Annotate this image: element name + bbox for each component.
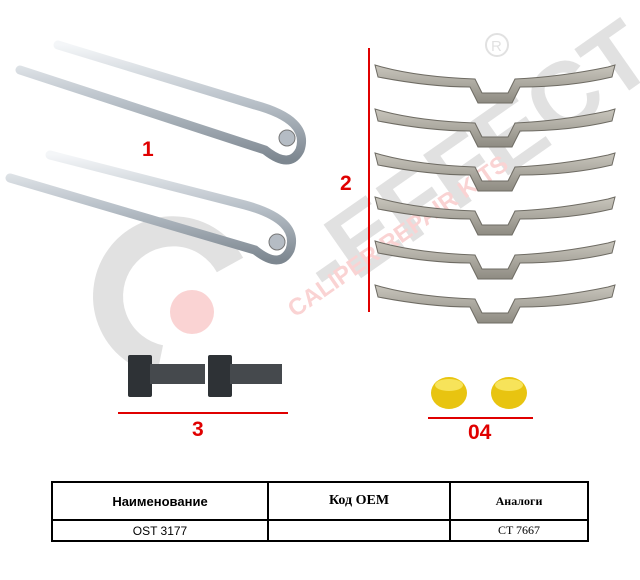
clip bbox=[374, 64, 616, 104]
clip bbox=[374, 196, 616, 236]
cell-name: OST 3177 bbox=[51, 519, 269, 542]
header-name: Наименование bbox=[51, 481, 269, 521]
clip bbox=[374, 108, 616, 148]
label-bolts: 3 bbox=[192, 418, 204, 441]
label-bushings: 04 bbox=[468, 421, 492, 444]
header-oem: Код OEM bbox=[267, 481, 451, 521]
cell-oem bbox=[267, 519, 451, 542]
header-analogs: Аналоги bbox=[449, 481, 589, 521]
svg-text:R: R bbox=[491, 38, 502, 55]
table-header-row: Наименование Код OEM Аналоги bbox=[51, 481, 589, 521]
clips-part bbox=[374, 64, 616, 324]
bolts-part bbox=[128, 355, 282, 397]
clip bbox=[374, 284, 616, 324]
clip bbox=[374, 152, 616, 192]
watermark-logo: -EFFECT CALIPER REPAIR KITS R bbox=[93, 0, 640, 375]
clip bbox=[374, 240, 616, 280]
parts-table: Наименование Код OEM Аналоги OST 3177 CT… bbox=[51, 481, 589, 542]
parts-illustration: -EFFECT CALIPER REPAIR KITS R bbox=[5, 0, 640, 419]
label-clips: 2 bbox=[340, 172, 352, 195]
table-row: OST 3177 CT 7667 bbox=[51, 519, 589, 542]
pins-part bbox=[5, 40, 306, 265]
cell-analogs: CT 7667 bbox=[449, 519, 589, 542]
label-pins: 1 bbox=[142, 138, 154, 161]
bushings-part bbox=[431, 377, 527, 409]
